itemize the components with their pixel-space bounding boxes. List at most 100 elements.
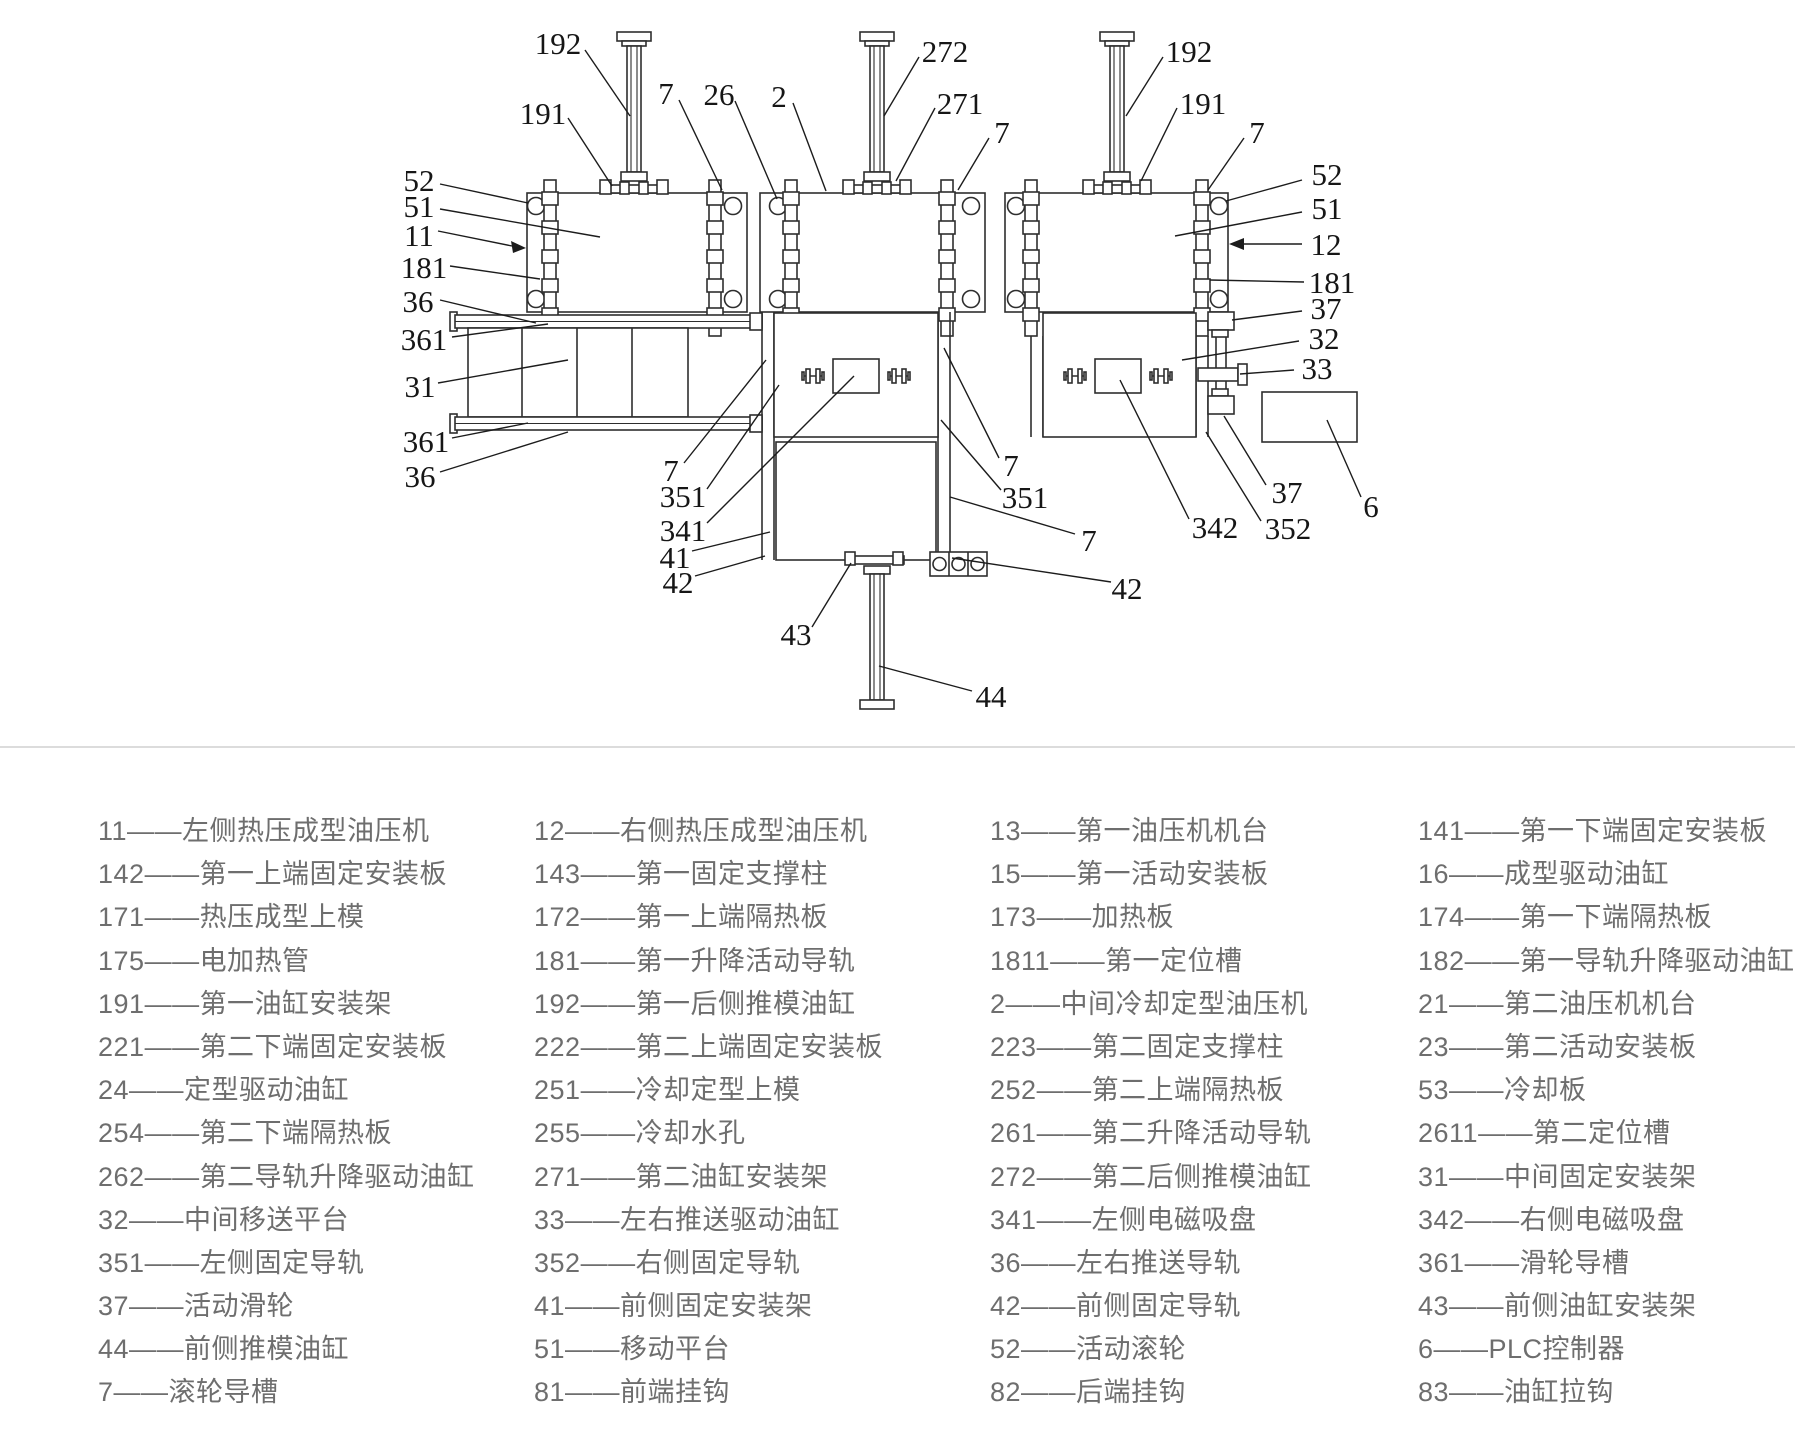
legend-part-number: 81	[534, 1377, 566, 1408]
legend-part-number: 141	[1418, 816, 1465, 846]
callout-36-bottom: 36	[405, 459, 436, 494]
front-push-cylinder	[844, 551, 905, 710]
legend-row: 21——第二油压机机台	[1418, 983, 1795, 1026]
legend-part-number: 16	[1418, 859, 1450, 890]
legend-part-number: 251	[534, 1075, 581, 1106]
callout-7-front-right: 7	[1081, 523, 1097, 558]
legend-part-number: 361	[1418, 1247, 1465, 1278]
legend-part-number: 181	[534, 945, 581, 976]
legend-row: 43——前侧油缸安装架	[1418, 1285, 1795, 1328]
legend-part-name: ——前侧固定导轨	[1021, 1291, 1242, 1322]
legend-part-name: ——左侧固定导轨	[144, 1247, 365, 1278]
callout-7-mid-rail: 7	[994, 115, 1010, 150]
legend-part-name: ——左侧热压成型油压机	[127, 816, 430, 846]
legend-row: 143——第一固定支撑柱	[534, 853, 883, 896]
legend-part-name: ——中间固定安装架	[1449, 1161, 1697, 1192]
callout-36-top: 36	[403, 284, 434, 319]
callout-11: 11	[404, 218, 434, 253]
legend-part-name: ——第一下端隔热板	[1464, 902, 1713, 933]
legend-row: 352——右侧固定导轨	[534, 1242, 883, 1285]
legend-part-number: 41	[534, 1291, 566, 1322]
legend-row: 41——前侧固定安装架	[534, 1285, 883, 1328]
legend-part-name: ——第一固定支撑柱	[580, 859, 829, 890]
legend-part-name: ——前侧固定安装架	[565, 1291, 813, 1322]
machine-right-hot-press	[1004, 31, 1229, 337]
legend-row: 11——左侧热压成型油压机	[98, 810, 475, 853]
legend-part-name: ——冷却板	[1449, 1075, 1587, 1106]
legend-part-number: 173	[990, 902, 1037, 933]
callout-51-right: 51	[1312, 191, 1343, 226]
legend-part-number: 222	[534, 1031, 581, 1062]
legend-part-name: ——左侧电磁吸盘	[1036, 1204, 1257, 1235]
legend-part-number: 82	[990, 1377, 1022, 1408]
legend-part-number: 252	[990, 1075, 1037, 1106]
legend-row: 341——左侧电磁吸盘	[990, 1199, 1312, 1242]
legend-part-number: 12	[534, 816, 566, 846]
legend-row: 53——冷却板	[1418, 1069, 1795, 1112]
callout-26: 26	[704, 77, 735, 112]
legend-part-name: ——成型驱动油缸	[1449, 859, 1670, 890]
legend-part-name: ——第一油缸安装架	[144, 988, 393, 1019]
legend-row: 36——左右推送导轨	[990, 1242, 1312, 1285]
callout-191-right-bracket: 191	[1180, 86, 1227, 121]
legend-part-number: 36	[990, 1247, 1022, 1278]
callout-341: 341	[660, 513, 707, 548]
legend-part-number: 15	[990, 859, 1022, 890]
legend-part-name: ——第二升降活动导轨	[1036, 1118, 1312, 1149]
legend-row: 23——第二活动安装板	[1418, 1026, 1795, 1069]
left-magnetic-chuck	[832, 358, 880, 394]
legend-part-name: ——右侧电磁吸盘	[1464, 1204, 1685, 1235]
legend-part-name: ——电加热管	[144, 945, 310, 976]
legend-part-number: 33	[534, 1204, 566, 1235]
right-magnetic-chuck	[1094, 358, 1142, 394]
legend-part-name: ——第一活动安装板	[1021, 859, 1269, 890]
push-rail-ladder-frame	[449, 311, 763, 434]
legend-part-number: 83	[1418, 1377, 1450, 1408]
callout-33: 33	[1302, 351, 1333, 386]
legend-row: 221——第二下端固定安装板	[98, 1026, 475, 1069]
legend-row: 7——滚轮导槽	[98, 1371, 475, 1414]
legend-row: 33——左右推送驱动油缸	[534, 1199, 883, 1242]
legend-part-number: 192	[534, 988, 581, 1019]
legend-part-number: 351	[98, 1247, 145, 1278]
legend-part-name: ——第一上端固定安装板	[144, 859, 448, 890]
legend-row: 262——第二导轨升降驱动油缸	[98, 1156, 475, 1199]
legend-row: 175——电加热管	[98, 940, 475, 983]
legend-part-number: 175	[98, 945, 145, 976]
legend-part-number: 171	[98, 902, 145, 933]
legend-part-name: ——第二固定支撑柱	[1036, 1031, 1285, 1062]
legend-part-number: 271	[534, 1161, 581, 1192]
push-cylinder-icon	[1082, 31, 1152, 195]
legend-part-number: 2	[990, 988, 1006, 1019]
legend-part-name: ——第二活动安装板	[1449, 1031, 1697, 1062]
legend-part-name: ——活动滚轮	[1021, 1334, 1187, 1365]
callout-342: 342	[1192, 510, 1239, 545]
machine-left-hot-press	[526, 31, 748, 337]
callout-51-left: 51	[404, 189, 435, 224]
callout-272: 272	[922, 34, 969, 69]
callout-351-right: 351	[1002, 480, 1049, 515]
callout-32: 32	[1309, 321, 1340, 356]
legend-part-number: 2611	[1418, 1118, 1479, 1149]
rail-guide-left-icon	[1022, 179, 1040, 337]
legend-part-number: 143	[534, 859, 581, 890]
callout-7-left-rail: 7	[658, 76, 674, 111]
legend-part-number: 261	[990, 1118, 1037, 1149]
legend-part-name: ——后端挂钩	[1021, 1377, 1187, 1408]
callout-31: 31	[405, 369, 436, 404]
legend-part-name: ——PLC控制器	[1433, 1334, 1626, 1365]
legend-row: 1811——第一定位槽	[990, 940, 1312, 983]
legend-row: 141——第一下端固定安装板	[1418, 810, 1795, 853]
legend-row: 223——第二固定支撑柱	[990, 1026, 1312, 1069]
legend-part-number: 182	[1418, 945, 1465, 976]
legend-part-name: ——冷却水孔	[580, 1118, 746, 1149]
legend-row: 52——活动滚轮	[990, 1328, 1312, 1371]
legend-part-number: 6	[1418, 1334, 1434, 1365]
legend-row: 361——滑轮导槽	[1418, 1242, 1795, 1285]
legend-part-name: ——热压成型上模	[144, 902, 365, 933]
legend-row: 222——第二上端固定安装板	[534, 1026, 883, 1069]
